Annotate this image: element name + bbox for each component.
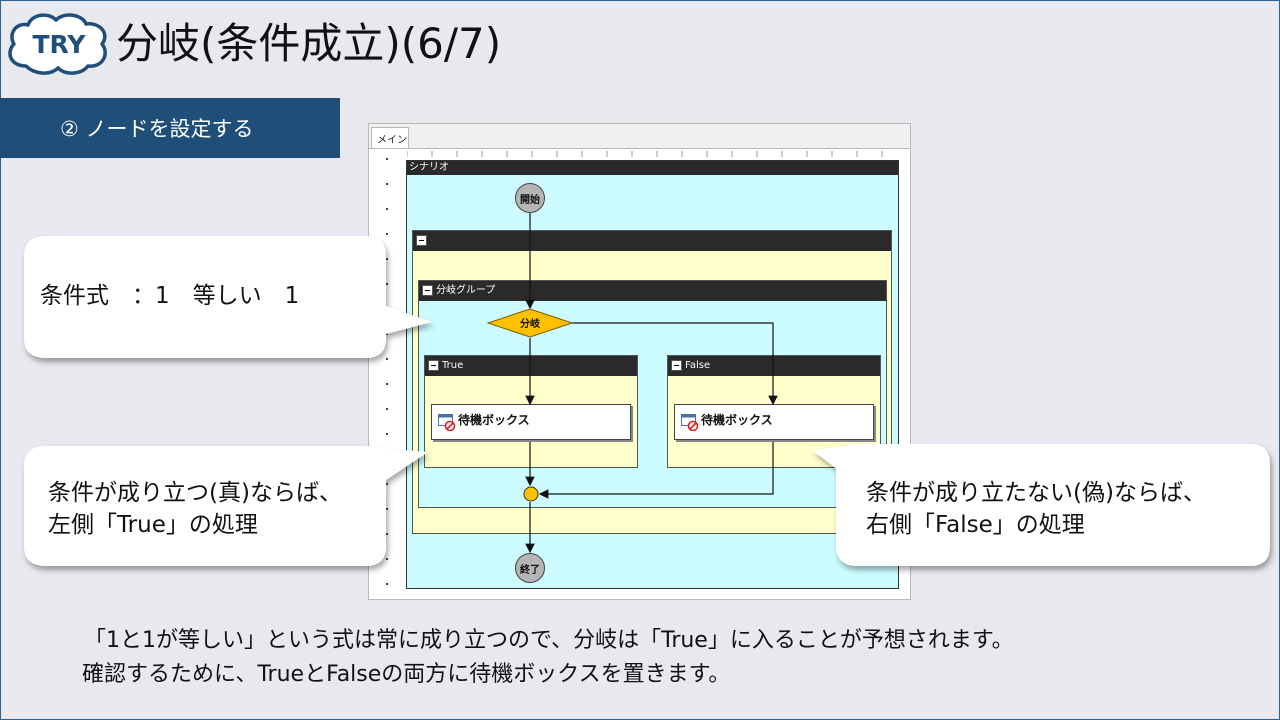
start-node[interactable]: 開始 [515,183,545,213]
merge-node[interactable] [523,486,539,502]
branch-label: 分岐 [520,317,540,330]
step-label: ② ノードを設定する [0,98,340,158]
wait-box-label: 待機ボックス [458,413,530,427]
branch-group-label: 分岐グループ [436,285,496,296]
false-lane-header: False [668,356,880,376]
try-cloud-badge: TRY [8,13,107,75]
explanation-line-1: 「1と1が等しい」という式は常に成り立つので、分岐は「True」に入ることが予想… [84,628,1014,653]
callout-condition-text: 条件式 ：1 等しい 1 [40,283,300,309]
callout-false-line2: 右側「False」の処理 [866,512,1085,538]
tab-main[interactable]: メイン [371,127,409,148]
wait-box-label: 待機ボックス [701,413,773,427]
true-lane-label: True [442,360,464,371]
wait-box-false[interactable]: 待機ボックス [674,404,874,440]
try-badge-text: TRY [32,30,86,59]
wait-box-true[interactable]: 待機ボックス [431,404,631,440]
flow-connectors: 分岐 [486,213,778,554]
callout-true-line2: 左側「True」の処理 [48,512,258,538]
wait-box-icon [681,414,699,431]
ruler [407,151,883,157]
scenario-editor: メイン シナリオ 分岐グループ True False [368,123,911,600]
callout-true-line1: 条件が成り立つ(真)ならば、 [48,480,342,506]
slide-title: 分岐(条件成立)(6/7) [116,19,502,68]
editor-tabbar: メイン [369,124,910,149]
scenario-lane-header: シナリオ [407,161,898,175]
explanation-line-2: 確認するために、TrueとFalseの両方に待機ボックスを置きます。 [82,662,731,687]
end-node[interactable]: 終了 [515,553,545,583]
scenario-lane-label: シナリオ [409,162,449,173]
wait-box-icon [438,414,456,431]
false-lane-label: False [685,360,711,371]
collapse-icon[interactable] [671,359,682,371]
branch-diamond[interactable] [486,308,574,338]
callout-false-line1: 条件が成り立たない(偽)ならば、 [866,480,1206,506]
true-lane-header: True [425,356,637,376]
collapse-icon[interactable] [428,359,439,371]
